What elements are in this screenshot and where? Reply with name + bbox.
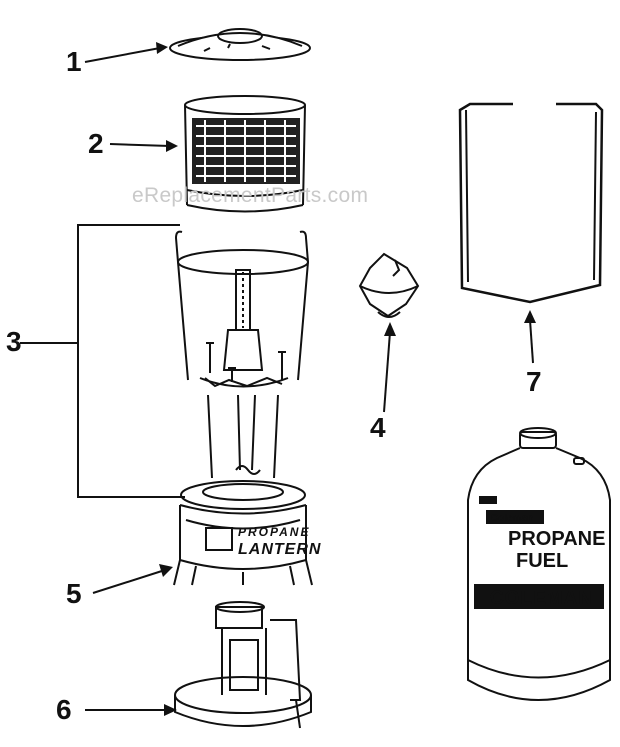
cylinder-badge-bg: [486, 510, 544, 524]
cylinder-badge: Coleman: [491, 513, 533, 524]
mesh-globe: [184, 95, 306, 213]
vent-cap: [169, 28, 311, 61]
frame-bracket: [20, 224, 185, 498]
callout-5: 5: [66, 578, 82, 609]
base-text-line1: PROPANE: [238, 525, 310, 539]
mantle: [358, 252, 420, 318]
callout-4: 4: [370, 412, 386, 443]
watermark: eReplacementParts.com: [132, 184, 369, 207]
callout-1: 1: [66, 46, 82, 77]
callout-3: 3: [6, 326, 22, 357]
callout-7: 7: [526, 366, 542, 397]
base-text-line2: LANTERN: [238, 541, 321, 558]
lantern-base: [173, 504, 313, 586]
callout-2: 2: [88, 128, 104, 159]
leader-lines: [84, 42, 536, 716]
valve-assembly: [174, 601, 312, 729]
cylinder-band-text: COLEMAN: [490, 588, 593, 609]
cylinder-line2: FUEL: [516, 550, 568, 572]
propane-cylinder: [467, 427, 611, 701]
frame-assembly: [174, 230, 309, 510]
callout-6: 6: [56, 694, 72, 725]
bail-handle: [458, 102, 604, 304]
cylinder-line1: PROPANE: [508, 528, 605, 550]
